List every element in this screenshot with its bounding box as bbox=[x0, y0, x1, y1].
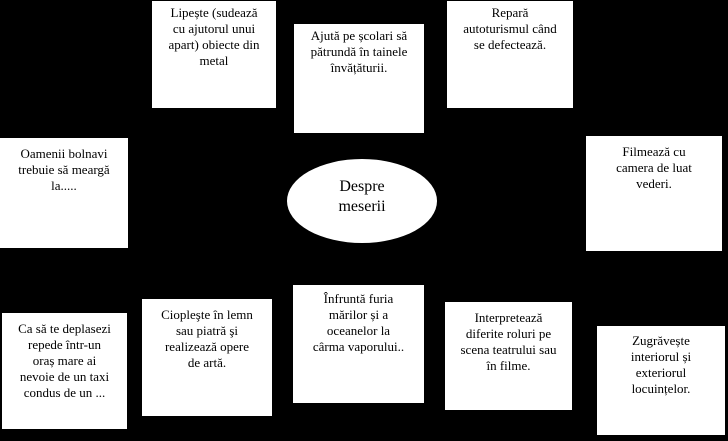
clue-line: repede într-un bbox=[27, 337, 101, 352]
clue-line: vederi. bbox=[636, 176, 672, 191]
clue-box-medic: Oamenii bolnavi trebuie să meargă la....… bbox=[0, 138, 128, 248]
clue-box-marinar: Înfruntă furia mărilor și a oceanelor la… bbox=[293, 285, 424, 403]
clue-line: Lipește (sudează bbox=[170, 5, 258, 20]
clue-line: condus de un ... bbox=[23, 385, 106, 400]
clue-line: Ajută pe școlari să bbox=[310, 28, 408, 43]
clue-line: exteriorul bbox=[635, 365, 687, 380]
clue-line: oceanelor la bbox=[326, 323, 391, 338]
connector-bottom-left bbox=[304, 231, 311, 238]
clue-line: cârma vaporului.. bbox=[312, 339, 405, 354]
connector-top-right bbox=[419, 169, 433, 176]
clue-box-profesor: Ajută pe școlari să pătrundă în tainele … bbox=[294, 24, 424, 133]
clue-line: metal bbox=[199, 53, 229, 68]
clue-line: trebuie să meargă bbox=[18, 162, 110, 177]
clue-line: locuințelor. bbox=[631, 381, 691, 396]
clue-line: diferite roluri pe bbox=[465, 326, 552, 341]
center-topic-line-1: Despre bbox=[339, 178, 385, 195]
center-topic-ellipse: Despre meserii bbox=[287, 159, 437, 243]
clue-line: în filme. bbox=[486, 358, 531, 373]
clue-line: autoturismul când bbox=[463, 21, 557, 36]
clue-box-sudor: Lipește (sudează cu ajutorul unui apart)… bbox=[152, 1, 276, 108]
clue-line: nevoie de un taxi bbox=[19, 369, 110, 384]
clue-line: oraș mare ai bbox=[32, 353, 97, 368]
clue-line: mărilor și a bbox=[328, 307, 389, 322]
clue-line: apart) obiecte din bbox=[168, 37, 260, 52]
clue-line: Oamenii bolnavi bbox=[20, 146, 108, 161]
clue-line: de artă. bbox=[187, 355, 227, 370]
clue-line: camera de luat bbox=[616, 160, 692, 175]
clue-box-taximetrist: Ca să te deplasezi repede într-un oraș m… bbox=[2, 313, 127, 429]
clue-line: învățăturii. bbox=[330, 60, 388, 75]
clue-line: interiorul și bbox=[630, 349, 692, 364]
clue-line: Repară bbox=[491, 5, 529, 20]
clue-line: pătrundă în tainele bbox=[310, 44, 408, 59]
clue-line: Interpretează bbox=[474, 310, 543, 325]
clue-line: Ciopleşte în lemn bbox=[161, 307, 253, 322]
clue-line: cu ajutorul unui bbox=[172, 21, 256, 36]
center-topic-line-2: meserii bbox=[338, 198, 386, 215]
clue-line: se defectează. bbox=[473, 37, 547, 52]
clue-line: sau piatră şi bbox=[175, 323, 239, 338]
clue-line: Ca să te deplasezi bbox=[18, 321, 111, 336]
clue-box-sculptor: Ciopleşte în lemn sau piatră şi realizea… bbox=[142, 299, 272, 416]
clue-line: realizează opere bbox=[164, 339, 250, 354]
clue-line: scena teatrului sau bbox=[460, 342, 557, 357]
clue-line: Înfruntă furia bbox=[323, 291, 394, 306]
clue-line: Zugrăvește bbox=[632, 333, 690, 348]
clue-box-zugrav: Zugrăvește interiorul și exteriorul locu… bbox=[597, 326, 725, 435]
clue-line: la..... bbox=[51, 178, 77, 193]
connector-right bbox=[431, 213, 438, 219]
clue-line: Filmează cu bbox=[622, 144, 686, 159]
connector-bottom-right bbox=[411, 233, 419, 239]
clue-box-actor: Interpretează diferite roluri pe scena t… bbox=[445, 302, 572, 410]
clue-box-operator: Filmează cu camera de luat vederi. bbox=[586, 136, 722, 251]
clue-box-mecanic: Repară autoturismul când se defectează. bbox=[447, 1, 573, 108]
